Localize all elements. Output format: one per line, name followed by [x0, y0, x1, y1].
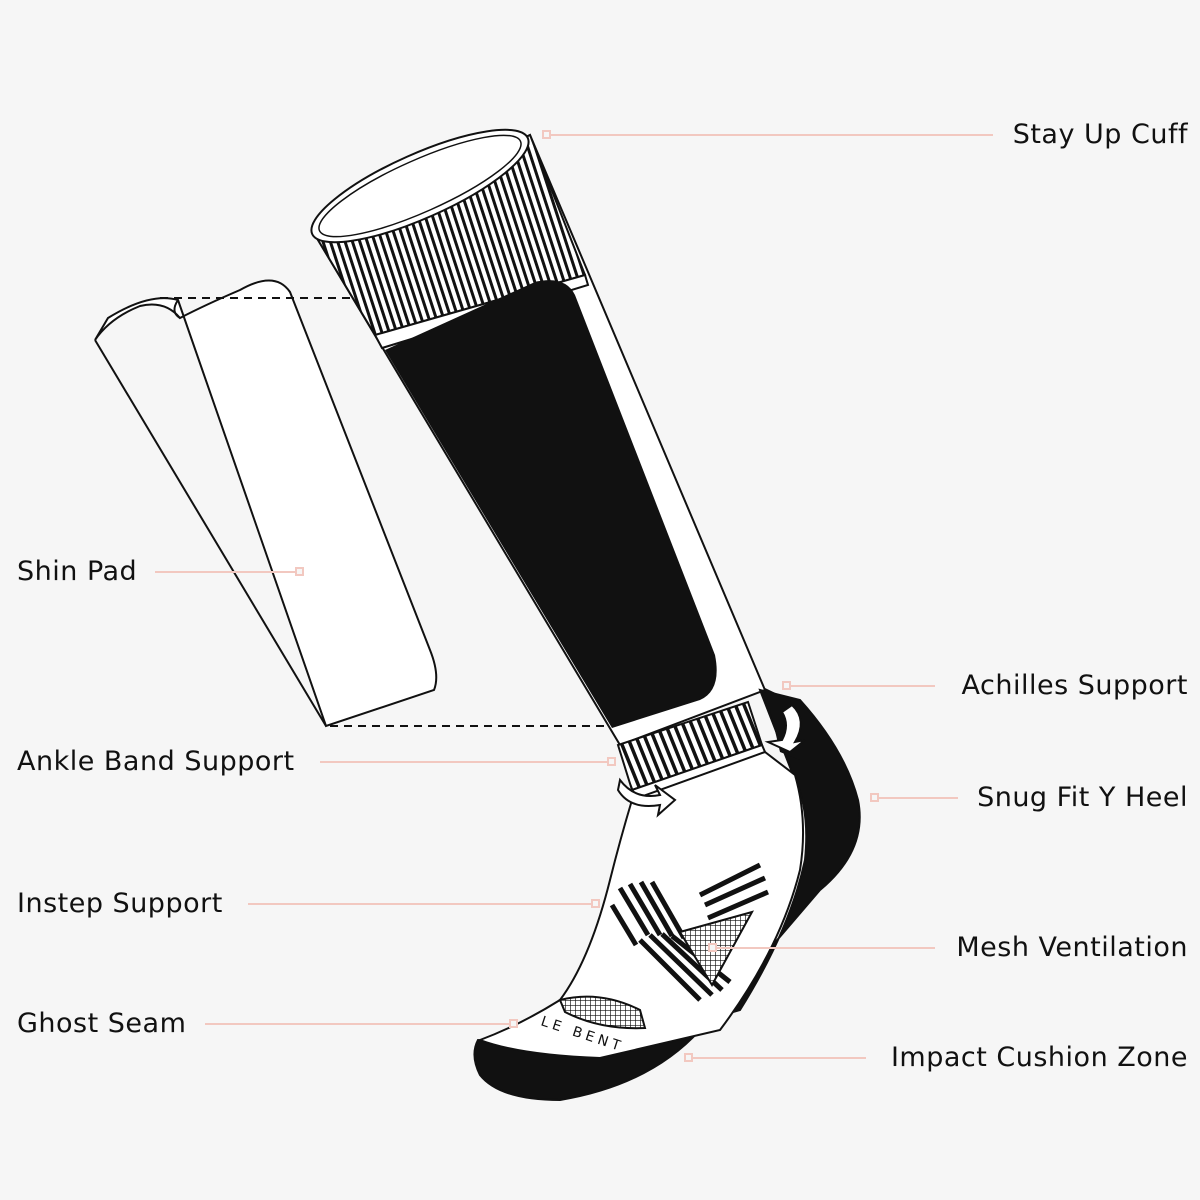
- label-instep-support: Instep Support: [17, 888, 223, 919]
- label-snug-fit-y-heel: Snug Fit Y Heel: [977, 782, 1188, 813]
- sock-leg: [310, 128, 767, 747]
- label-mesh-ventilation: Mesh Ventilation: [956, 932, 1188, 963]
- label-impact-cushion-zone: Impact Cushion Zone: [890, 1042, 1188, 1073]
- leader-lines: [155, 130, 993, 1062]
- label-ankle-band-support: Ankle Band Support: [17, 746, 295, 777]
- label-achilles-support: Achilles Support: [961, 670, 1188, 701]
- shin-pad-shape: [94, 279, 438, 728]
- label-shin-pad: Shin Pad: [17, 556, 138, 587]
- label-ghost-seam: Ghost Seam: [17, 1008, 187, 1039]
- sock-foot: LE BENT: [473, 688, 861, 1102]
- label-stay-up-cuff: Stay Up Cuff: [1012, 119, 1188, 150]
